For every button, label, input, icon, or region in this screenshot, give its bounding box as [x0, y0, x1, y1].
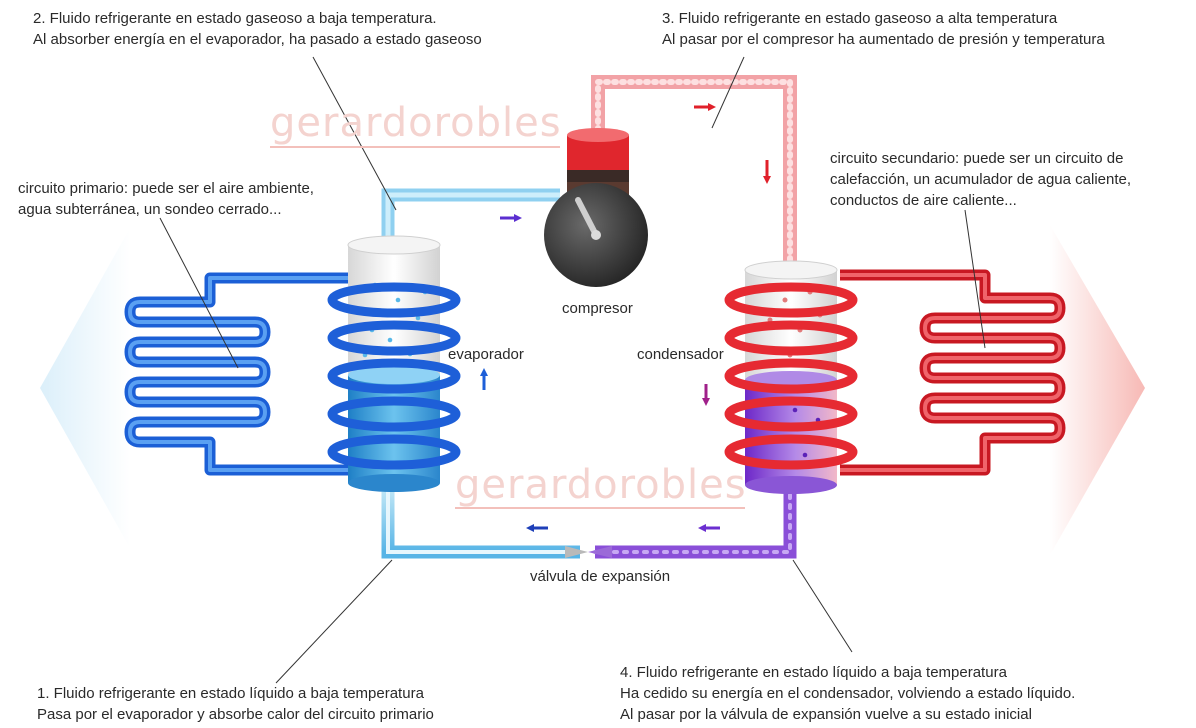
- leader-lines: [159, 56, 986, 684]
- secondary-line1: circuito secundario: puede ser un circui…: [830, 150, 1124, 167]
- secondary-line2: calefacción, un acumulador de agua calie…: [830, 171, 1132, 188]
- cold-air-arrow: [40, 228, 130, 548]
- note-3: 3. Fluido refrigerante en estado gaseoso…: [662, 8, 1105, 50]
- note-4-line3: Al pasar por la válvula de expansión vue…: [620, 706, 1032, 723]
- condenser-label: condensador: [637, 346, 724, 363]
- note-2-line2: Al absorber energía en el evaporador, ha…: [33, 31, 482, 48]
- note-4-line2: Ha cedido su energía en el condensador, …: [620, 685, 1076, 702]
- condenser-coil: [724, 282, 858, 470]
- note-4: 4. Fluido refrigerante en estado líquido…: [620, 662, 1075, 725]
- note-2-line1: 2. Fluido refrigerante en estado gaseoso…: [33, 10, 437, 27]
- evaporator-label: evaporador: [448, 346, 524, 363]
- compressor: [544, 128, 648, 287]
- valve-label: válvula de expansión: [530, 568, 671, 585]
- note-1: 1. Fluido refrigerante en estado líquido…: [37, 683, 434, 725]
- secondary-line3: conductos de aire caliente...: [830, 192, 1017, 209]
- note-1-line1: 1. Fluido refrigerante en estado líquido…: [37, 685, 424, 702]
- flow-arrows: [480, 103, 771, 532]
- expansion-valve: [565, 546, 588, 558]
- primary-line1: circuito primario: puede ser el aire amb…: [18, 180, 314, 197]
- note-2: 2. Fluido refrigerante en estado gaseoso…: [33, 8, 482, 50]
- primary-line2: agua subterránea, un sondeo cerrado...: [18, 201, 282, 218]
- evaporator-coil: [327, 282, 461, 470]
- note-3-line2: Al pasar por el compresor ha aumentado d…: [662, 31, 1105, 48]
- secondary-coil: [840, 269, 1066, 476]
- note-4-line1: 4. Fluido refrigerante en estado líquido…: [620, 664, 1007, 681]
- watermark-top: gerardorobles: [270, 100, 562, 146]
- secondary-circuit-note: circuito secundario: puede ser un circui…: [830, 148, 1131, 211]
- hot-air-arrow: [1050, 225, 1145, 555]
- note-1-line2: Pasa por el evaporador y absorbe calor d…: [37, 706, 434, 723]
- note-3-line1: 3. Fluido refrigerante en estado gaseoso…: [662, 10, 1058, 27]
- primary-circuit-note: circuito primario: puede ser el aire amb…: [18, 178, 314, 220]
- watermark-bottom: gerardorobles: [455, 462, 747, 508]
- compressor-label: compresor: [562, 300, 633, 317]
